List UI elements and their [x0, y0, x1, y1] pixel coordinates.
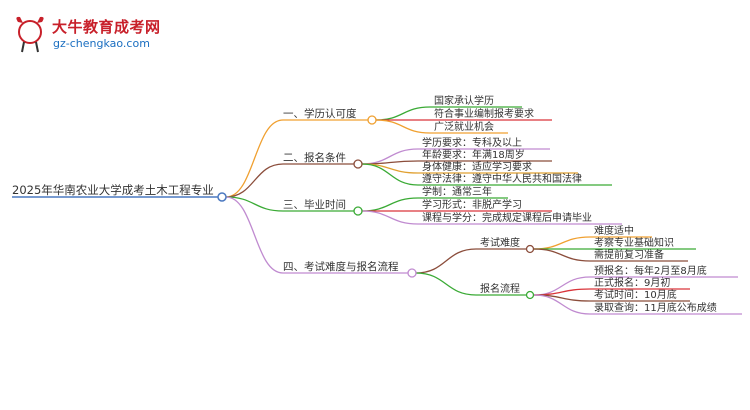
leaf-label: 考察专业基础知识 — [594, 236, 674, 249]
sub-branch-to-leaf-link — [533, 294, 591, 315]
root-node: 2025年华南农业大学成考土木工程专业 — [12, 183, 227, 202]
leaf-label: 录取查询：11月底公布成绩 — [594, 301, 717, 314]
branch-to-leaf-link — [375, 106, 431, 121]
site-logo[interactable]: 大牛教育成考网 gz-chengkao.com — [12, 14, 182, 56]
sub-branch-label: 考试难度 — [480, 236, 520, 249]
branch-label: 二、报名条件 — [283, 151, 346, 164]
leaf-label: 课程与学分：完成规定课程后申请毕业 — [422, 211, 592, 224]
root-to-branch-link — [225, 119, 284, 198]
sub-branch-label: 报名流程 — [480, 282, 520, 295]
site-name: 大牛教育成考网 — [52, 18, 161, 36]
branch-to-sub-branch-link — [415, 248, 477, 274]
branch-to-leaf-link — [375, 119, 431, 134]
branch-connector-dot[interactable] — [353, 206, 363, 216]
branch-label: 四、考试难度与报名流程 — [283, 260, 399, 273]
root-connector-dot[interactable] — [217, 192, 227, 202]
branch-registration-requirements: 二、报名条件 学历要求：专科及以上 年龄要求：年满18周岁 身体健康：适应学习要… — [283, 136, 612, 186]
leaf-label: 学习形式：非脱产学习 — [422, 198, 522, 211]
branch-label: 一、学历认可度 — [283, 107, 357, 120]
branch-to-leaf-link — [361, 160, 419, 165]
leaf-label: 符合事业编制报考要求 — [434, 107, 534, 120]
branch-to-sub-branch-link — [415, 272, 477, 296]
branch-to-leaf-link — [361, 197, 419, 212]
root-label: 2025年华南农业大学成考土木工程专业 — [12, 183, 214, 197]
branch-exam-difficulty-and-process: 四、考试难度与报名流程 考试难度 难度适中 考察专业基础知识 需提前复习准备 报… — [283, 224, 742, 315]
branch-to-leaf-link — [361, 210, 419, 225]
sub-branch-to-leaf-link — [533, 236, 591, 250]
branch-to-leaf-link — [361, 163, 419, 186]
leaf-label: 需提前复习准备 — [594, 248, 664, 261]
site-url[interactable]: gz-chengkao.com — [53, 37, 150, 50]
leaf-label: 学历要求：专科及以上 — [422, 136, 522, 149]
leaf-label: 预报名：每年2月至8月底 — [594, 264, 707, 277]
leaf-label: 考试时间：10月底 — [594, 288, 677, 301]
branch-connector-dot[interactable] — [407, 268, 417, 278]
sub-branch-to-leaf-link — [533, 248, 591, 262]
leaf-label: 学制：通常三年 — [422, 185, 492, 198]
sub-branch-connector-dot[interactable] — [525, 244, 535, 254]
root-to-branch-link — [225, 196, 284, 274]
root-to-branch-link — [225, 196, 284, 212]
leaf-label: 国家承认学历 — [434, 94, 494, 107]
mind-map-links — [225, 106, 591, 315]
branch-connector-dot[interactable] — [367, 115, 377, 125]
branch-connector-dot[interactable] — [353, 159, 363, 169]
sub-branch-connector-dot[interactable] — [525, 290, 535, 300]
sub-branch-to-leaf-link — [533, 288, 591, 296]
leaf-label: 遵守法律：遵守中华人民共和国法律 — [422, 172, 582, 185]
leaf-label: 正式报名：9月初 — [594, 276, 670, 289]
leaf-label: 年龄要求：年满18周岁 — [422, 148, 525, 161]
leaf-label: 难度适中 — [594, 224, 634, 237]
branch-education-recognition: 一、学历认可度 国家承认学历 符合事业编制报考要求 广泛就业机会 — [283, 94, 552, 134]
bull-logo-icon — [16, 16, 44, 53]
leaf-label: 广泛就业机会 — [434, 120, 494, 133]
branch-label: 三、毕业时间 — [283, 198, 346, 211]
leaf-label: 身体健康：适应学习要求 — [422, 160, 532, 173]
branch-graduation-time: 三、毕业时间 学制：通常三年 学习形式：非脱产学习 课程与学分：完成规定课程后申… — [283, 185, 622, 225]
root-to-branch-link — [225, 163, 284, 198]
